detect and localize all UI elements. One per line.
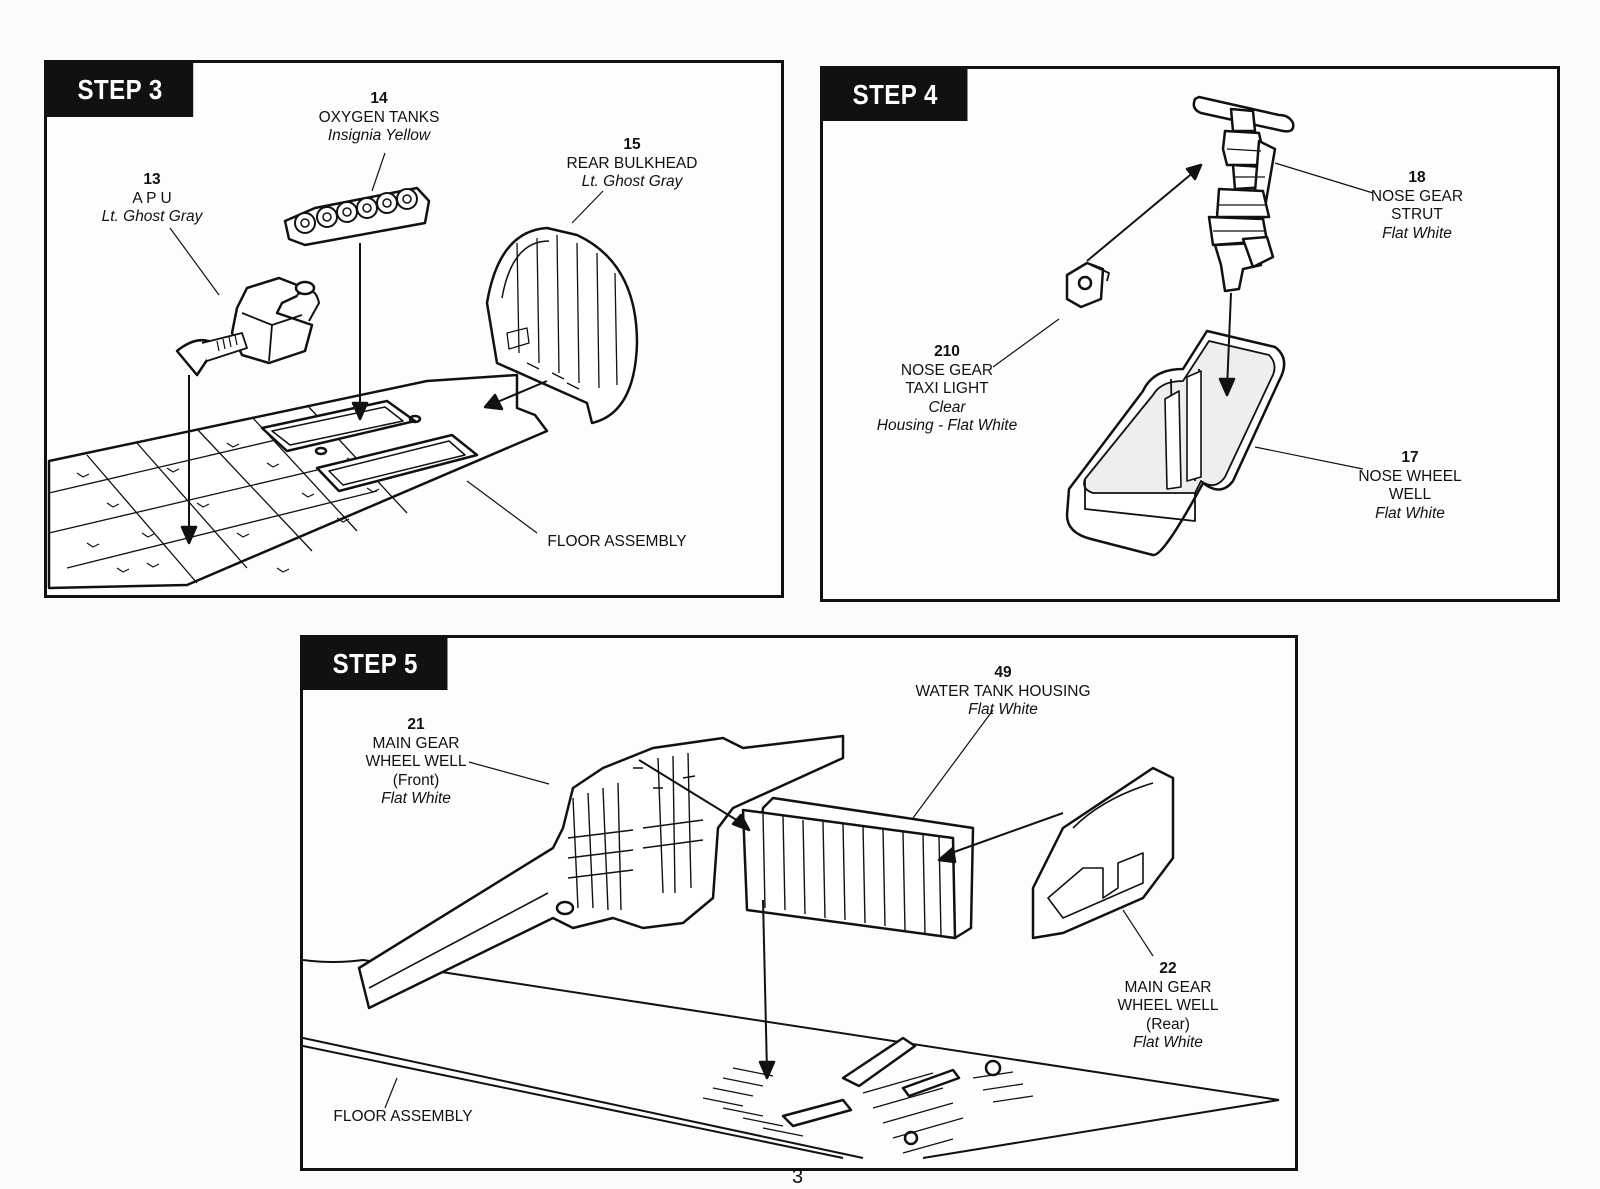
step-4-illustration [992, 95, 1374, 557]
callout-15-number: 15 [623, 136, 641, 153]
callout-49-name: WATER TANK HOUSING [915, 682, 1091, 700]
main-gear-wheel-well-rear-part [1031, 766, 1175, 940]
callout-210-line2: TAXI LIGHT [905, 380, 989, 397]
nose-gear-strut-part [1192, 95, 1295, 293]
step-5-title: STEP 5 [303, 638, 448, 690]
callout-18-line2: STRUT [1391, 206, 1443, 223]
callout-14-paint: Insignia Yellow [327, 127, 431, 144]
callout-18: 18 NOSE GEAR STRUT Flat White [1357, 169, 1477, 243]
callout-21-line1: MAIN GEAR [372, 734, 460, 752]
callout-floor-assembly-step5: FLOOR ASSEMBLY [323, 1108, 483, 1127]
callout-22-line1: MAIN GEAR [1124, 978, 1212, 996]
step-5-illustration [303, 709, 1280, 1159]
floor-assembly-part [303, 959, 1280, 1159]
callout-21-line2: WHEEL WELL [365, 753, 467, 770]
callout-15-name: REAR BULKHEAD [566, 154, 698, 172]
water-tank-housing-part [741, 796, 975, 940]
callout-18-number: 18 [1408, 169, 1426, 186]
callout-17-line2: WELL [1388, 486, 1432, 503]
callout-14-number: 14 [370, 90, 388, 107]
callout-210-paint-housing: Housing - Flat White [876, 417, 1018, 434]
callout-15-paint: Lt. Ghost Gray [581, 173, 683, 190]
callout-210-paint: Clear [928, 398, 966, 416]
callout-17-line1: NOSE WHEEL [1358, 467, 1462, 485]
callout-13-number: 13 [143, 171, 161, 188]
page-number: 3 [792, 1166, 804, 1188]
callout-15: 15 REAR BULKHEAD Lt. Ghost Gray [557, 136, 707, 192]
callout-22-number: 22 [1159, 960, 1177, 977]
floor-assembly-label: FLOOR ASSEMBLY [333, 1108, 473, 1125]
callout-21-paint: Flat White [381, 790, 451, 807]
callout-floor-assembly-step3: FLOOR ASSEMBLY [537, 533, 697, 552]
callout-22-line3: (Rear) [1146, 1015, 1190, 1033]
main-gear-wheel-well-front-part [357, 734, 845, 1010]
step-5-panel: STEP 5 [300, 635, 1298, 1171]
callout-17: 17 NOSE WHEEL WELL Flat White [1345, 449, 1475, 523]
callout-21-number: 21 [407, 716, 425, 733]
step-4-title: STEP 4 [823, 69, 968, 121]
callout-210-line1: NOSE GEAR [900, 361, 994, 379]
callout-49: 49 WATER TANK HOUSING Flat White [903, 664, 1103, 720]
callout-14-name: OXYGEN TANKS [318, 108, 440, 126]
callout-14: 14 OXYGEN TANKS Insignia Yellow [309, 90, 449, 146]
nose-gear-taxi-light-part [1065, 261, 1110, 309]
step-4-panel: STEP 4 [820, 66, 1560, 602]
rear-bulkhead-part [485, 226, 639, 425]
floor-assembly-part [47, 373, 549, 590]
oxygen-tanks-part [283, 186, 431, 247]
step-3-title: STEP 3 [47, 63, 194, 117]
step-3-panel: STEP 3 [44, 60, 784, 598]
callout-17-number: 17 [1401, 449, 1419, 466]
callout-13: 13 A P U Lt. Ghost Gray [87, 171, 217, 227]
step-3-illustration [47, 152, 639, 590]
callout-21: 21 MAIN GEAR WHEEL WELL (Front) Flat Whi… [361, 716, 471, 809]
callout-18-paint: Flat White [1382, 224, 1452, 242]
callout-210-number: 210 [934, 343, 960, 360]
nose-wheel-well-part [1065, 329, 1286, 557]
callout-49-number: 49 [994, 664, 1012, 681]
callout-210: 210 NOSE GEAR TAXI LIGHT Clear Housing -… [867, 343, 1027, 436]
callout-13-name: A P U [132, 189, 172, 207]
floor-assembly-label: FLOOR ASSEMBLY [547, 533, 687, 550]
callout-49-paint: Flat White [968, 701, 1038, 718]
callout-22-line2: WHEEL WELL [1117, 997, 1219, 1014]
callout-17-paint: Flat White [1375, 504, 1445, 522]
callout-21-line3: (Front) [392, 771, 440, 789]
callout-22-paint: Flat White [1133, 1034, 1203, 1051]
callout-22: 22 MAIN GEAR WHEEL WELL (Rear) Flat Whit… [1113, 960, 1223, 1053]
apu-part [175, 276, 320, 377]
callout-13-paint: Lt. Ghost Gray [101, 208, 203, 225]
callout-18-line1: NOSE GEAR [1370, 187, 1464, 205]
